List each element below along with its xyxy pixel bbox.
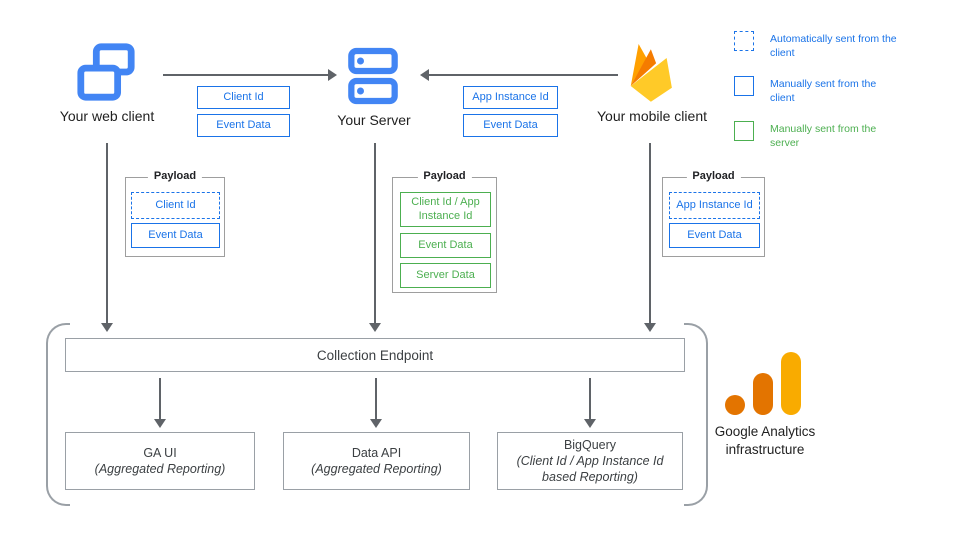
payload-web: Payload Client Id Event Data [125,170,225,257]
arrowhead-down-icon [154,419,166,428]
payload-title: Payload [417,170,472,182]
arrowhead-right-icon [328,69,337,81]
server-stack-icon [348,47,398,105]
firebase-icon [630,44,672,102]
arrow-shaft [428,74,618,76]
dashed-blue-box-icon [734,31,754,51]
bigquery-box: BigQuery (Client Id / App Instance Id ba… [497,432,683,490]
arrow-mobile-to-endpoint [644,143,656,332]
arrow-shaft [159,378,161,420]
ga-ui-title: GA UI [143,445,177,460]
payload-field-app-instance-id: App Instance Id [669,192,760,219]
payload-title: Payload [686,170,741,182]
payload-field-server-data: Server Data [400,263,491,288]
arrowhead-down-icon [369,323,381,332]
infrastructure-bracket-right-icon [684,323,708,506]
data-api-title: Data API [351,445,402,460]
ga-ui-subtitle: (Aggregated Reporting) [94,462,226,476]
edge-label-event-data: Event Data [197,114,290,137]
solid-blue-box-icon [734,76,754,96]
data-api-subtitle: (Aggregated Reporting) [311,462,442,476]
arrow-web-to-server [163,69,337,81]
ga-logo-dot [725,395,745,415]
arrow-shaft [649,143,651,324]
arrowhead-down-icon [370,419,382,428]
payload-field-event-data: Event Data [669,223,760,248]
mobile-client-label: Your mobile client [597,108,707,124]
arrowhead-left-icon [420,69,429,81]
google-analytics-icon [715,350,810,416]
arrowhead-down-icon [101,323,113,332]
legend-label: Manually sent from the client [770,78,877,105]
payload-mobile: Payload App Instance Id Event Data [662,170,765,257]
bigquery-subtitle: (Client Id / App Instance Id based Repor… [516,453,664,485]
edge-label-client-id: Client Id [197,86,290,109]
legend-label: Automatically sent from the client [770,33,897,60]
arrow-shaft [589,378,591,420]
bigquery-title: BigQuery [563,437,617,452]
legend-item-manual-server: Manually sent from the server [734,121,944,150]
arrow-endpoint-to-data-api [370,378,382,428]
ga-logo-mid-bar [753,373,773,415]
browser-windows-icon [77,43,135,101]
arrowhead-down-icon [584,419,596,428]
arrow-endpoint-to-ga-ui [154,378,166,428]
legend-item-manual-client: Manually sent from the client [734,76,944,105]
payload-title: Payload [147,170,203,182]
ga-ui-box: GA UI (Aggregated Reporting) [65,432,255,490]
arrow-shaft [374,143,376,324]
payload-field-client-id: Client Id [131,192,220,219]
arrow-endpoint-to-bigquery [584,378,596,428]
arrow-shaft [163,74,329,76]
server-label: Your Server [337,112,411,128]
arrow-mobile-to-server [420,69,618,81]
legend-label: Manually sent from the server [770,123,877,150]
arrow-web-to-endpoint [101,143,113,332]
solid-green-box-icon [734,121,754,141]
ga-logo-tall-bar [781,352,801,415]
arrow-shaft [375,378,377,420]
payload-field-event-data: Event Data [400,233,491,258]
edge-label-event-data: Event Data [463,114,558,137]
payload-server: Payload Client Id / App Instance Id Even… [392,170,497,293]
edge-label-app-instance-id: App Instance Id [463,86,558,109]
data-api-box: Data API (Aggregated Reporting) [283,432,470,490]
payload-field-client-id-app-instance-id: Client Id / App Instance Id [400,192,491,227]
legend-item-auto-client: Automatically sent from the client [734,31,944,60]
arrow-shaft [106,143,108,324]
web-client-label: Your web client [59,108,155,124]
payload-field-event-data: Event Data [131,223,220,248]
arrow-server-to-endpoint [369,143,381,332]
arrowhead-down-icon [644,323,656,332]
collection-endpoint-box: Collection Endpoint [65,338,685,372]
infrastructure-caption: Google Analytics infrastructure [714,424,816,458]
